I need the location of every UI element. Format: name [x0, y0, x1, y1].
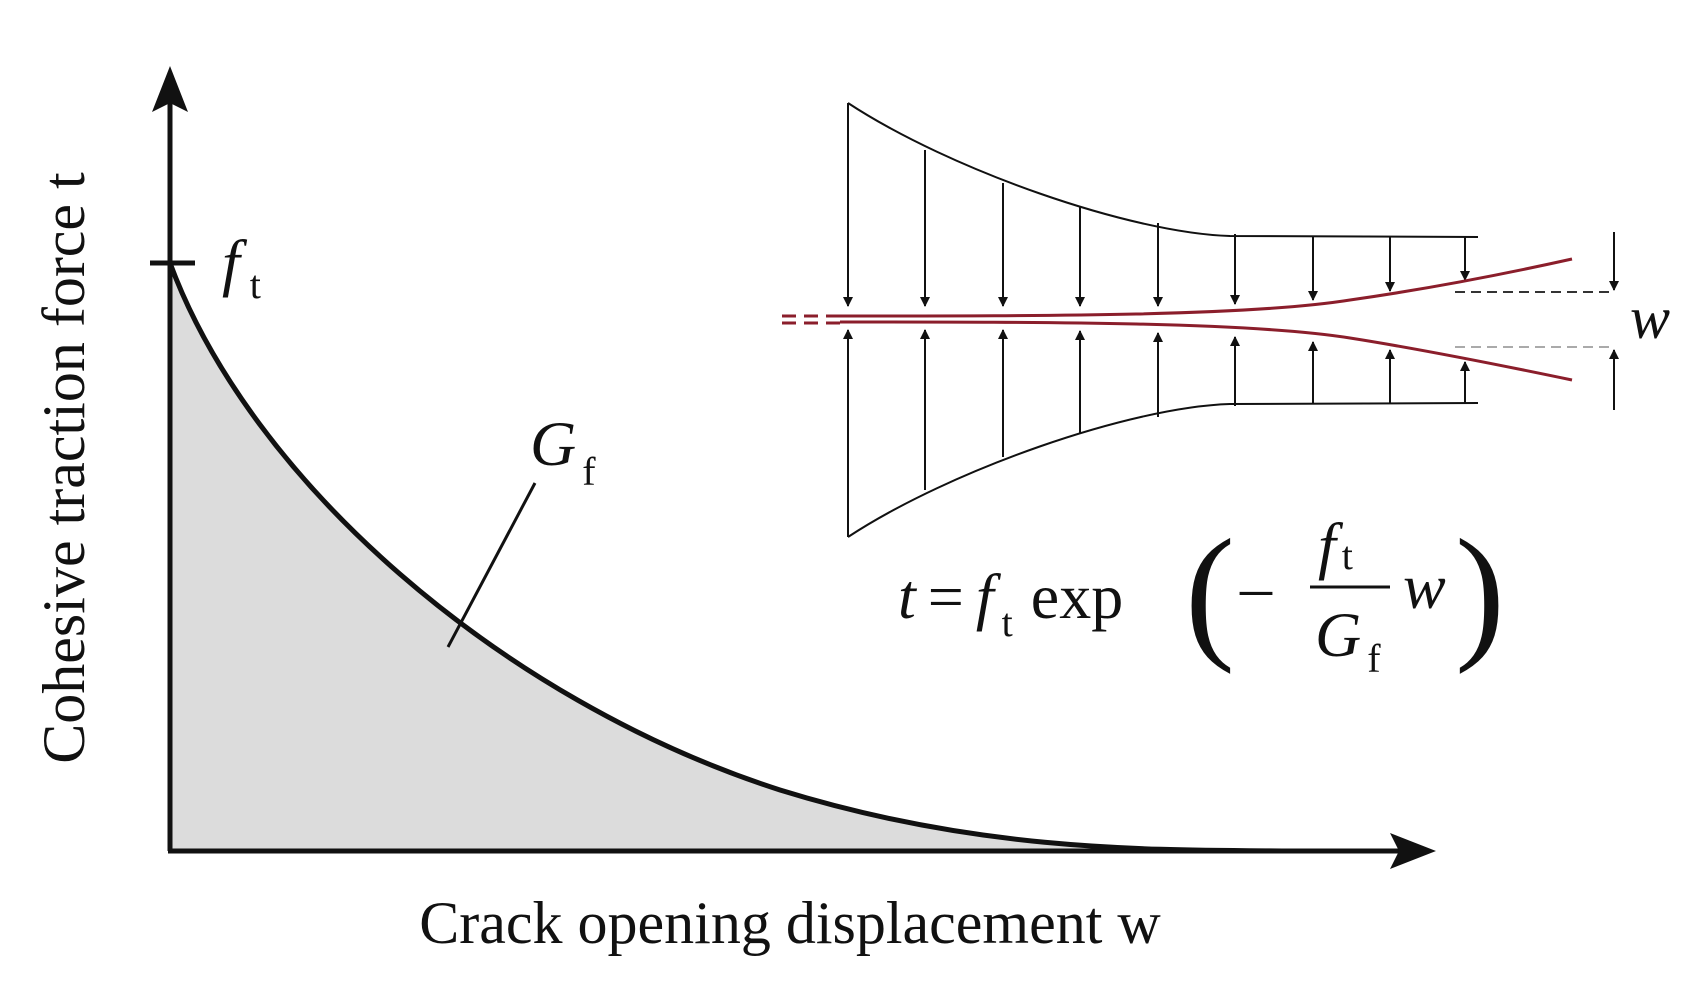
- lower-traction-arrows: [843, 329, 1470, 537]
- eq-close-paren: ): [1455, 509, 1505, 675]
- x-axis-label: Crack opening displacement w: [419, 890, 1161, 956]
- lower-traction-envelope: [847, 402, 1479, 538]
- eq-lhs: t: [898, 561, 918, 632]
- eq-w: w: [1403, 551, 1446, 622]
- svg-text:G f: G f: [1315, 599, 1381, 681]
- gf-label: G f: [530, 408, 596, 494]
- svg-text:f t: f t: [1318, 510, 1353, 581]
- gf-label-sub: f: [582, 449, 596, 494]
- svg-text:t = f t: t = f t exp: [898, 561, 1123, 645]
- cohesive-law-equation: t = f t exp ( – f t G f w ): [898, 509, 1505, 681]
- eq-minus: –: [1239, 551, 1273, 622]
- y-axis-arrowhead: [152, 66, 188, 112]
- eq-open-paren: (: [1185, 509, 1235, 675]
- eq-num-main: f: [1318, 510, 1344, 581]
- ft-label: f t: [222, 227, 261, 307]
- y-axis-label: Cohesive traction force t: [31, 172, 97, 764]
- gf-leader-line: [446, 482, 537, 648]
- y-axis-label-text: Cohesive traction force t: [31, 172, 97, 764]
- upper-traction-envelope: [847, 102, 1479, 238]
- gf-label-main: G: [530, 408, 576, 479]
- upper-crack-face: [839, 257, 1573, 318]
- fracture-energy-area: [170, 263, 1285, 851]
- eq-f: f: [976, 561, 1002, 632]
- lower-crack-face: [839, 320, 1573, 382]
- eq-den-sub: f: [1367, 636, 1381, 681]
- eq-exp: exp: [1031, 561, 1123, 632]
- eq-den-main: G: [1315, 599, 1361, 670]
- eq-f-sub: t: [1002, 600, 1013, 645]
- eq-num-sub: t: [1342, 533, 1353, 578]
- upper-traction-arrows: [843, 103, 1470, 307]
- ft-label-sub: t: [250, 262, 261, 307]
- x-axis-arrowhead: [1390, 833, 1436, 869]
- softening-curve: [167, 262, 1286, 854]
- w-label: w: [1630, 285, 1670, 351]
- crack-inset: w: [782, 102, 1670, 538]
- ft-label-main: f: [222, 227, 248, 298]
- eq-equals: =: [928, 561, 964, 632]
